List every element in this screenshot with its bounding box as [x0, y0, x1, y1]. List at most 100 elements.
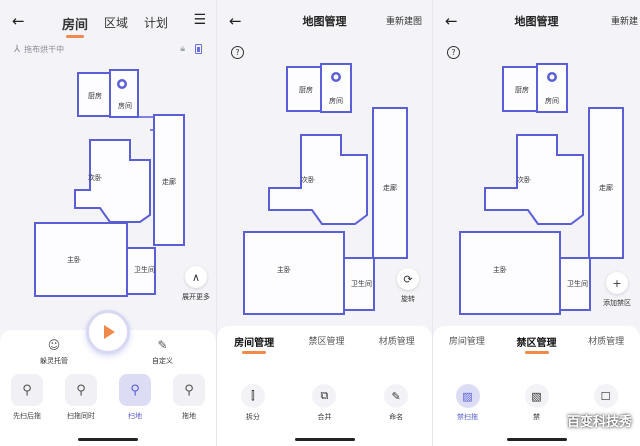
room-bedroom2[interactable]	[74, 139, 151, 223]
no-mop-button[interactable]: ▧ 禁	[512, 384, 562, 422]
status-icons: 🔒︎	[180, 44, 202, 54]
tab-schedule[interactable]: 计划	[144, 16, 169, 30]
label-room: 房间	[329, 96, 343, 105]
status-text: 拖布烘干中	[24, 45, 65, 54]
label-room: 房间	[118, 101, 132, 110]
header: ← 地图管理 重新建图	[217, 12, 432, 34]
panel-tabs: 房间管理 禁区管理 材质管理	[433, 334, 640, 354]
expand-more-button[interactable]: ∧ 展开更多	[182, 266, 210, 302]
virtual-wall-button[interactable]: ☐	[581, 384, 631, 422]
label-corridor: 走廊	[383, 183, 397, 192]
room-kitchen[interactable]	[286, 66, 322, 112]
top-tabs: 房间 区域 计划	[62, 14, 169, 38]
room-kitchen[interactable]	[77, 72, 111, 117]
add-zone-label: 添加禁区	[603, 299, 631, 307]
merge-button[interactable]: ⧉ 合并	[299, 384, 349, 422]
broom-icon: ⚲	[119, 374, 151, 406]
custom-button[interactable]: ✎ 自定义	[152, 338, 173, 366]
back-arrow-icon[interactable]: ←	[229, 12, 242, 30]
room-bedroom2[interactable]	[268, 134, 368, 225]
tab-zones[interactable]: 区域	[104, 16, 129, 30]
room-bedroom2[interactable]	[484, 134, 584, 225]
label-corridor: 走廊	[599, 183, 613, 192]
rename-button[interactable]: ✎ 命名	[371, 384, 421, 422]
header: ← 地图管理 重新建	[433, 12, 640, 34]
mop-icon: ⚲	[173, 374, 205, 406]
lock-icon[interactable]: 🔒︎	[180, 44, 185, 54]
tab-room-management[interactable]: 房间管理	[448, 337, 485, 347]
room-master[interactable]	[243, 231, 345, 315]
play-icon	[104, 325, 115, 339]
split-button[interactable]: ⫿ 拆分	[228, 384, 278, 422]
header: ← 房间 区域 计划 ☰	[0, 12, 216, 38]
manage-panel: 房间管理 禁区管理 材质管理 ⫿ 拆分 ⧉ 合并 ✎ 命名	[217, 326, 432, 446]
no-sweep-mop-button[interactable]: ▨ 禁扫拖	[443, 384, 493, 422]
label-kitchen: 厨房	[88, 91, 102, 100]
home-indicator	[294, 438, 355, 441]
label-bedroom2: 次卧	[88, 173, 102, 182]
home-screen: ← 房间 区域 计划 ☰ ⅄ 拖布烘干中 🔒︎	[0, 0, 216, 446]
mode-sweep-then-mop[interactable]: ⚲ 先扫后拖	[2, 374, 52, 421]
room-bathroom[interactable]	[559, 257, 591, 311]
tab-rooms[interactable]: 房间	[62, 14, 88, 38]
plus-icon: +	[606, 272, 628, 294]
menu-icon[interactable]: ☰	[193, 12, 206, 28]
help-icon[interactable]: ?	[447, 46, 460, 59]
help-icon[interactable]: ?	[231, 46, 244, 59]
smart-hosting-label: 躲灵托管	[40, 357, 68, 365]
map-management-screen: ← 地图管理 重新建图 ? 厨房 房间 次卧 走廊	[216, 0, 432, 446]
room-bathroom[interactable]	[126, 247, 156, 295]
status-bar: ⅄ 拖布烘干中	[14, 44, 64, 55]
mode-sweep[interactable]: ⚲ 扫地	[110, 374, 160, 421]
page-title: 地图管理	[514, 15, 559, 28]
tool-row: ⫿ 拆分 ⧉ 合并 ✎ 命名	[217, 384, 432, 422]
room-corridor[interactable]	[153, 114, 185, 246]
sweep-mop-icon: ⚲	[11, 374, 43, 406]
rotate-label: 旋转	[401, 295, 415, 303]
custom-label: 自定义	[152, 357, 173, 365]
home-indicator	[506, 438, 567, 441]
mode-sweep-and-mop[interactable]: ⚲ 扫拖同时	[56, 374, 106, 421]
room-master[interactable]	[34, 222, 128, 297]
label-bedroom2: 次卧	[301, 175, 315, 184]
rotate-button[interactable]: ⟳ 旋转	[397, 268, 419, 304]
tab-zone-management[interactable]: 禁区管理	[517, 334, 557, 354]
tab-zone-management[interactable]: 禁区管理	[308, 337, 345, 347]
home-indicator	[78, 438, 138, 441]
room-kitchen[interactable]	[502, 66, 538, 112]
pen-icon: ✎	[157, 338, 168, 352]
room-corridor[interactable]	[588, 107, 624, 259]
battery-icon	[195, 44, 202, 54]
tab-material-management[interactable]: 材质管理	[378, 337, 415, 347]
room-corridor[interactable]	[372, 107, 408, 259]
tool-row: ▨ 禁扫拖 ▧ 禁 ☐	[433, 384, 640, 422]
tab-material-management[interactable]: 材质管理	[588, 337, 625, 347]
page-title: 地图管理	[302, 15, 347, 28]
floor-map: 厨房 房间 次卧 走廊 主卧 卫生间	[34, 69, 185, 297]
smart-hosting-button[interactable]: ☺ 躲灵托管	[40, 338, 68, 366]
mop-icon: ⅄	[14, 44, 21, 55]
expand-more-label: 展开更多	[182, 293, 210, 301]
label-bedroom2: 次卧	[517, 175, 531, 184]
add-zone-button[interactable]: + 添加禁区	[603, 272, 631, 308]
mode-mop[interactable]: ⚲ 拖地	[164, 374, 214, 421]
no-mop-zone-icon: ▧	[524, 384, 549, 408]
rebuild-map-link[interactable]: 重新建图	[385, 17, 422, 27]
start-button[interactable]	[86, 310, 130, 354]
tab-room-management[interactable]: 房间管理	[234, 334, 274, 354]
zone-management-screen: ← 地图管理 重新建 ? 厨房 房间 次卧 走廊 主	[432, 0, 640, 446]
back-arrow-icon[interactable]: ←	[12, 12, 25, 30]
label-master: 主卧	[67, 255, 81, 264]
manage-panel: 房间管理 禁区管理 材质管理 ▨ 禁扫拖 ▧ 禁 ☐	[433, 326, 640, 446]
room-master[interactable]	[459, 231, 561, 315]
panel-tabs: 房间管理 禁区管理 材质管理	[217, 334, 432, 354]
room-bathroom[interactable]	[343, 257, 375, 311]
rebuild-map-link[interactable]: 重新建	[610, 17, 638, 27]
back-arrow-icon[interactable]: ←	[445, 12, 458, 30]
room-room[interactable]	[109, 69, 139, 118]
label-bathroom: 卫生间	[351, 279, 372, 288]
floor-map: 厨房 房间 次卧 走廊 主卧 卫生间	[459, 63, 624, 315]
split-icon: ⫿	[240, 384, 265, 408]
label-kitchen: 厨房	[515, 85, 529, 94]
